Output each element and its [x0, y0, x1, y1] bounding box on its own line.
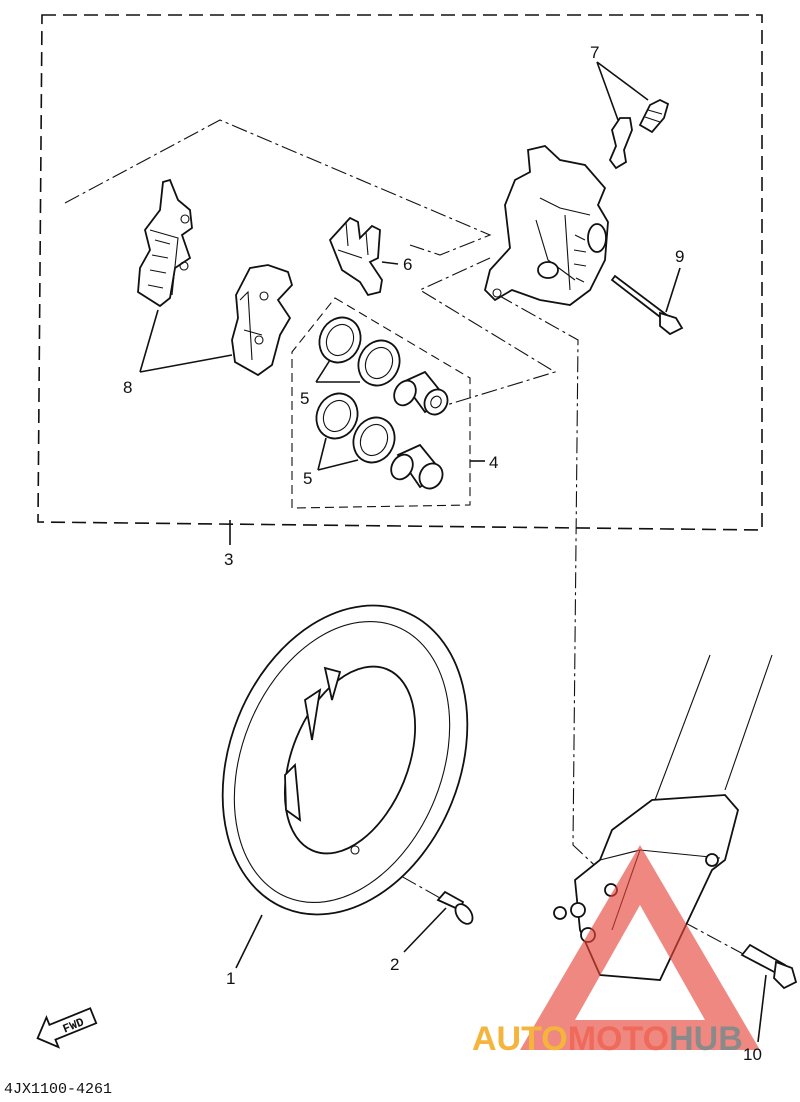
bleed-screw [638, 98, 670, 134]
pad-support-clip [328, 216, 383, 297]
seal-ring-3 [315, 392, 359, 440]
brake-disc [221, 604, 469, 916]
watermark-triangle-icon [520, 845, 760, 1050]
callout-2: 2 [390, 955, 399, 974]
callout-7: 7 [590, 43, 599, 62]
piston-2 [390, 443, 444, 490]
caliper-to-fork-line [497, 294, 606, 876]
watermark-logo [520, 845, 760, 1050]
callout-10: 10 [743, 1045, 762, 1064]
callout-8: 8 [123, 378, 132, 397]
watermark-auto: AUTO [472, 1020, 568, 1058]
callout-6-leader [381, 261, 399, 265]
callout-2-leader [403, 907, 447, 953]
callout-5b-leader [317, 437, 359, 471]
callout-3: 3 [224, 550, 233, 569]
caliper-assembly-boundary [37, 14, 763, 531]
bolt-to-fork-line [679, 919, 746, 956]
callout-8-leader [139, 309, 233, 373]
brake-pad-right [231, 264, 294, 377]
callout-5a: 5 [300, 389, 309, 408]
brake-pad-left [137, 178, 193, 308]
callout-9-leader [665, 267, 681, 313]
callout-1-leader [235, 914, 263, 969]
seal-ring-2 [357, 339, 401, 387]
pad-assembly-line [64, 119, 492, 256]
callout-7-leader [596, 61, 649, 121]
disc-screw [436, 890, 474, 925]
callout-4: 4 [489, 453, 498, 472]
piston-1 [393, 370, 449, 416]
watermark-text: AUTOMOTOHUB [472, 1020, 743, 1058]
callout-5a-leader [315, 359, 360, 383]
seal-kit-boundary [291, 297, 471, 509]
seal-ring-4 [352, 416, 396, 464]
brake-caliper [484, 145, 609, 306]
callout-9: 9 [675, 247, 684, 266]
drawing-code: 4JX1100-4261 [4, 1081, 112, 1098]
callout-6: 6 [403, 255, 412, 274]
forward-arrow: FWD [36, 1007, 98, 1049]
seal-assembly-line [418, 257, 557, 411]
callout-1: 1 [226, 969, 235, 988]
watermark-moto: MOTO [568, 1020, 669, 1058]
caliper-mount-bolt [740, 943, 798, 990]
bleed-cap [608, 117, 633, 170]
watermark-hub: HUB [669, 1020, 743, 1058]
caliper-pin-bolt [610, 274, 684, 336]
callout-5b: 5 [303, 469, 312, 488]
callout-10-leader [757, 974, 767, 1043]
